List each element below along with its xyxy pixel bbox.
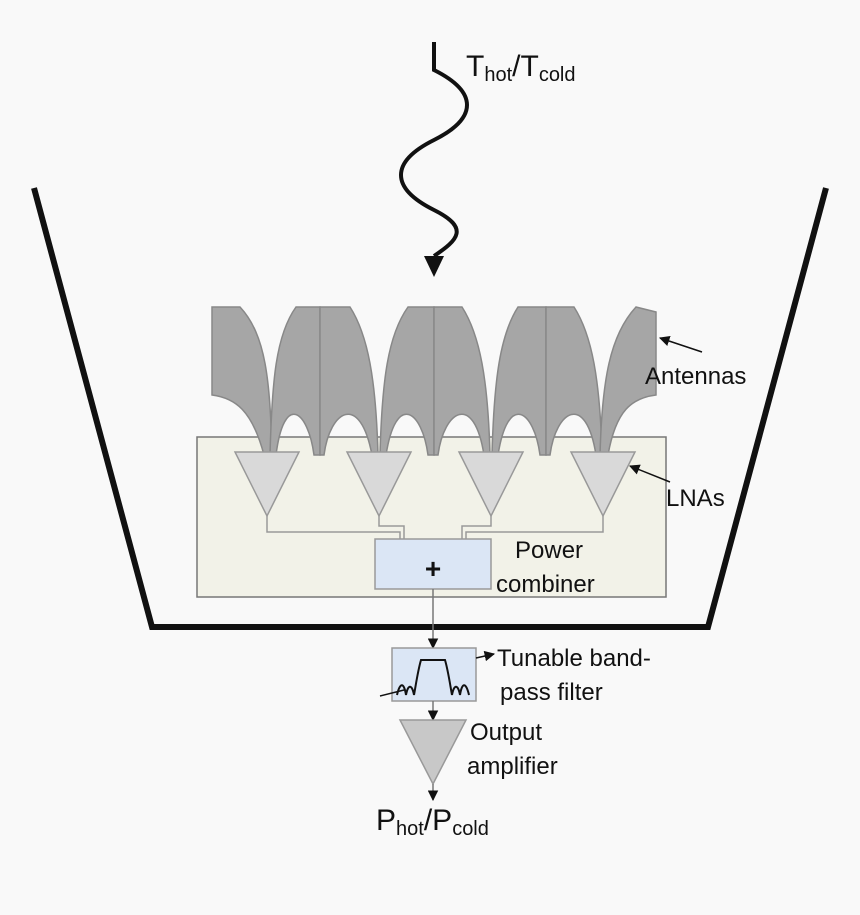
lnas-pointer	[629, 464, 671, 483]
lna-3	[457, 451, 525, 518]
power-combiner-label-line1: Power	[515, 537, 583, 564]
band-pass-filter	[379, 647, 477, 702]
filter-label-line1: Tunable band-	[497, 645, 651, 672]
antenna-element-1	[211, 306, 273, 456]
filter-pointer	[475, 650, 496, 662]
antenna-element-7	[545, 306, 603, 456]
input-arrow-head	[424, 256, 444, 277]
antenna-array	[211, 306, 657, 456]
lna-4	[569, 451, 637, 518]
filter-tuning-stroke	[379, 689, 405, 697]
power-combiner-label-line2: combiner	[496, 571, 595, 598]
antennas-pointer	[659, 336, 703, 353]
lna-group	[233, 451, 637, 518]
combiner-wiring	[266, 516, 604, 539]
lnas-label: LNAs	[666, 485, 725, 512]
power-combiner-symbol: +	[425, 553, 441, 584]
antennas-label: Antennas	[645, 363, 746, 390]
output-signal-label: Phot/Pcold	[376, 804, 489, 840]
filter-label-line2: pass filter	[500, 679, 603, 706]
antenna-element-5	[433, 306, 491, 456]
amp-label-line1: Output	[470, 719, 542, 746]
amp-label-line2: amplifier	[467, 753, 558, 780]
enclosure-outline	[31, 187, 829, 630]
antenna-element-3	[319, 306, 379, 456]
output-amplifier	[398, 719, 468, 786]
antenna-element-4	[379, 306, 435, 456]
lna-1	[233, 451, 301, 518]
input-signal-label: Thot/Tcold	[466, 50, 576, 86]
filter-response-curve	[396, 659, 470, 696]
input-wave	[399, 42, 469, 258]
antenna-element-2	[269, 306, 321, 456]
lna-2	[345, 451, 413, 518]
antenna-element-6	[491, 306, 547, 456]
